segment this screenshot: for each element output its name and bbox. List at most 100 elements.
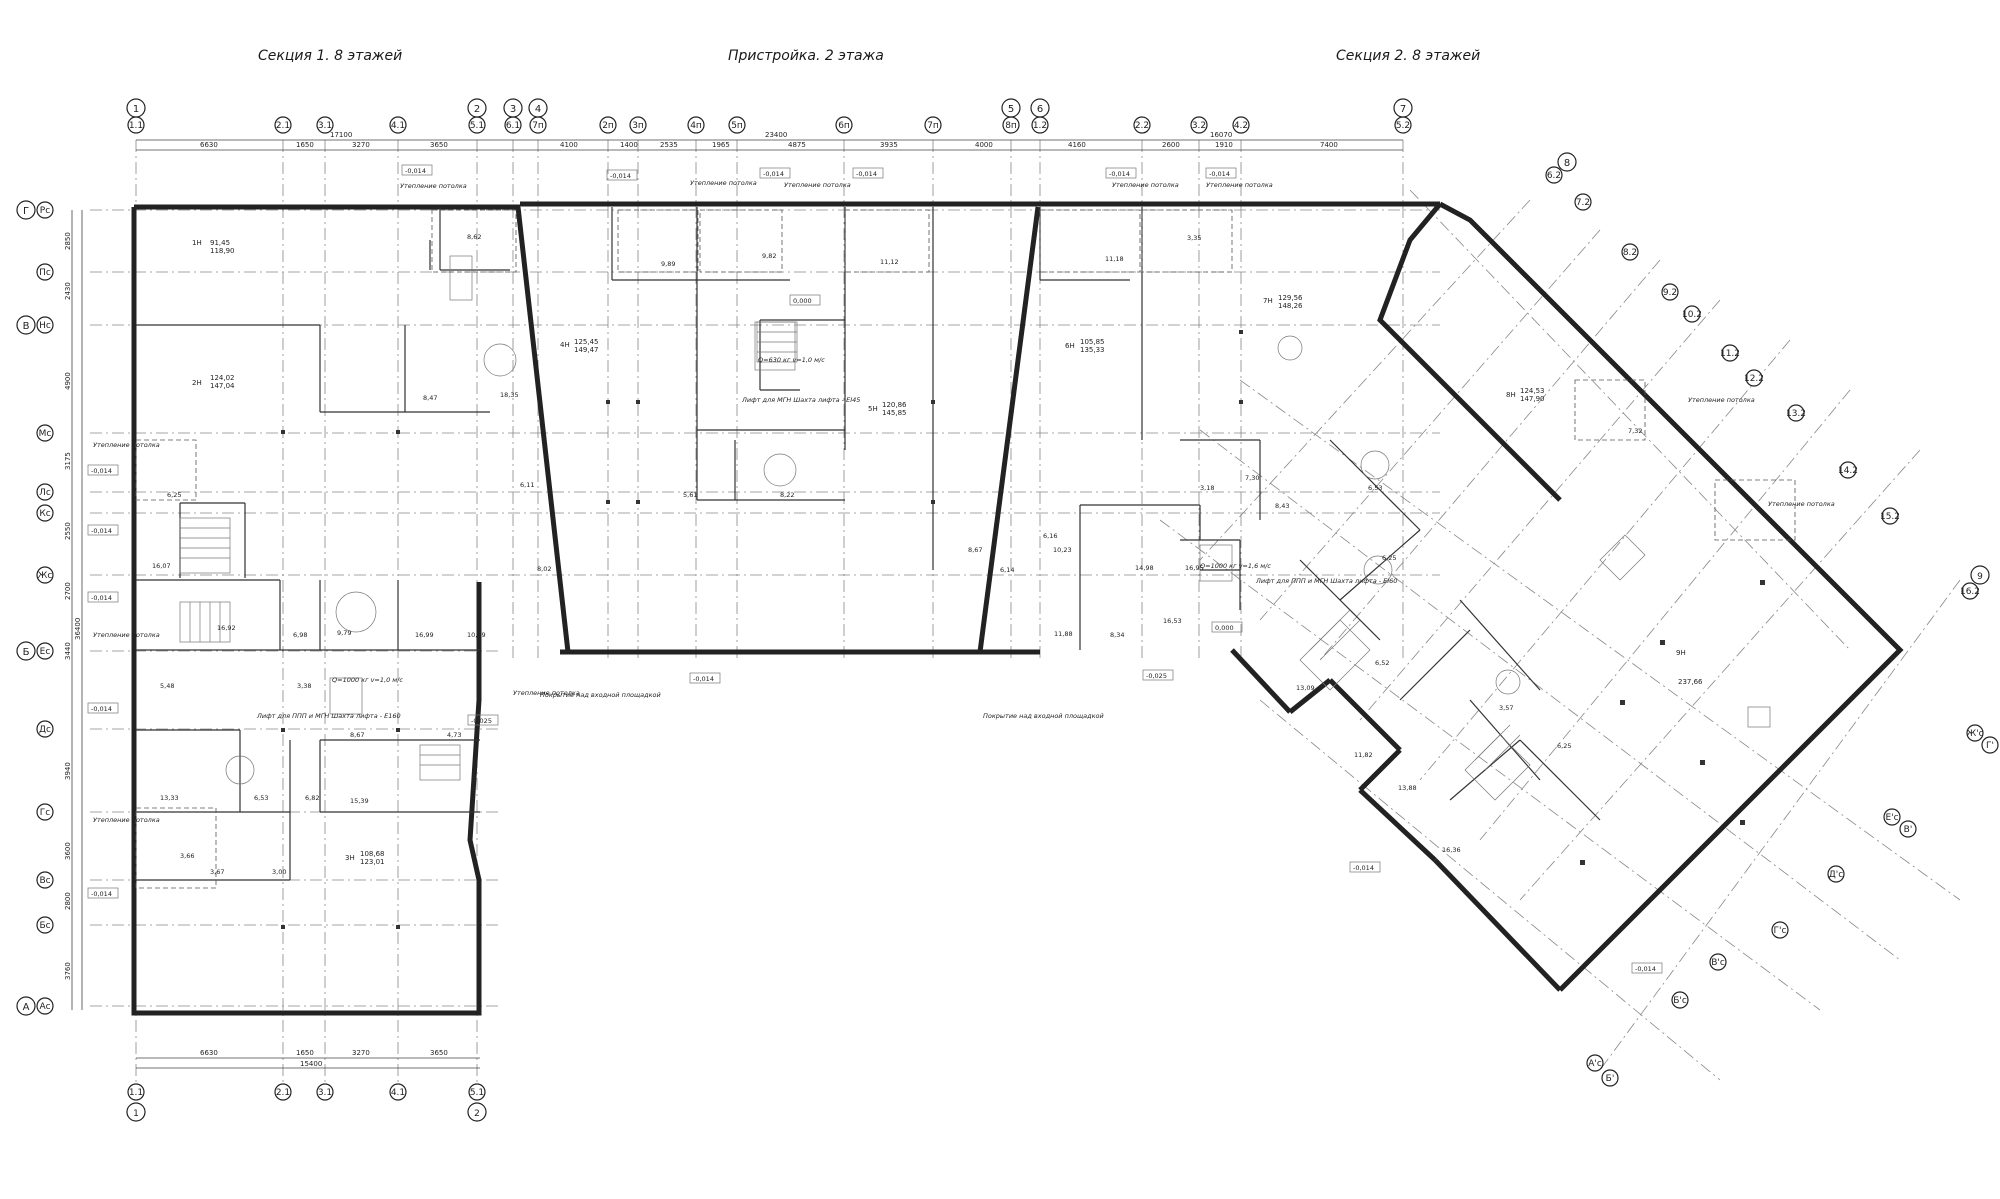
svg-text:Утепление потолка: Утепление потолка bbox=[93, 441, 160, 449]
svg-text:9,89: 9,89 bbox=[661, 260, 675, 268]
svg-text:8,67: 8,67 bbox=[968, 546, 982, 554]
svg-text:6,53: 6,53 bbox=[1368, 484, 1382, 492]
svg-text:3.1: 3.1 bbox=[318, 121, 332, 131]
svg-text:Покрытие над входной площадкой: Покрытие над входной площадкой bbox=[540, 691, 661, 699]
svg-text:14.2: 14.2 bbox=[1838, 466, 1858, 476]
svg-text:2800: 2800 bbox=[64, 892, 72, 910]
svg-text:9,79: 9,79 bbox=[337, 629, 351, 637]
axis-bubbles-top-main: 1 2 3 4 5 6 7 8 bbox=[126, 98, 1577, 172]
svg-text:3.1: 3.1 bbox=[318, 1088, 332, 1098]
svg-text:16.2: 16.2 bbox=[1960, 587, 1980, 597]
inner-walls bbox=[136, 207, 1601, 881]
svg-text:В'с: В'с bbox=[1711, 958, 1725, 968]
fixtures bbox=[225, 255, 1771, 785]
svg-text:125,45: 125,45 bbox=[574, 338, 599, 346]
svg-text:8п: 8п bbox=[1005, 121, 1017, 131]
svg-text:Покрытие над входной площадкой: Покрытие над входной площадкой bbox=[983, 712, 1104, 720]
svg-text:3п: 3п bbox=[632, 121, 644, 131]
svg-text:9,82: 9,82 bbox=[762, 252, 776, 260]
svg-text:2600: 2600 bbox=[1162, 141, 1180, 149]
svg-text:Лс: Лс bbox=[39, 488, 51, 498]
svg-text:-0,014: -0,014 bbox=[91, 890, 112, 898]
svg-text:2.1: 2.1 bbox=[276, 121, 290, 131]
outer-walls bbox=[131, 201, 1904, 1016]
svg-text:Утепление потолка: Утепление потолка bbox=[400, 182, 467, 190]
svg-text:6п: 6п bbox=[838, 121, 850, 131]
axis-bubbles-bottom: 1.1 2.1 3.1 4.1 5.1 1 2 bbox=[126, 1083, 487, 1122]
svg-text:Утепление потолка: Утепление потолка bbox=[93, 631, 160, 639]
dims-top-s2: 4160 2600 1910 7400 16070 bbox=[1068, 131, 1338, 149]
svg-text:11.2: 11.2 bbox=[1720, 349, 1740, 359]
svg-text:-0,014: -0,014 bbox=[91, 705, 112, 713]
svg-text:Жс: Жс bbox=[38, 571, 53, 581]
svg-text:5.2: 5.2 bbox=[1396, 121, 1410, 131]
svg-text:2850: 2850 bbox=[64, 232, 72, 250]
svg-text:В': В' bbox=[1904, 825, 1913, 835]
svg-text:Д'с: Д'с bbox=[1829, 870, 1844, 880]
svg-text:1650: 1650 bbox=[296, 141, 314, 149]
svg-text:-0,014: -0,014 bbox=[1635, 965, 1656, 973]
svg-text:13.2: 13.2 bbox=[1786, 409, 1806, 419]
columns bbox=[281, 330, 1765, 929]
svg-text:6Н: 6Н bbox=[1065, 342, 1075, 350]
svg-text:8,22: 8,22 bbox=[780, 491, 794, 499]
svg-text:4Н: 4Н bbox=[560, 341, 570, 349]
svg-text:3270: 3270 bbox=[352, 141, 370, 149]
svg-text:7п: 7п bbox=[927, 121, 939, 131]
svg-text:-0,014: -0,014 bbox=[91, 467, 112, 475]
section1-title: Секция 1. 8 этажей bbox=[258, 48, 403, 64]
svg-text:Бс: Бс bbox=[39, 921, 50, 931]
svg-text:Вс: Вс bbox=[39, 876, 50, 886]
svg-text:4,73: 4,73 bbox=[447, 731, 461, 739]
svg-text:Утепление потолка: Утепление потолка bbox=[1768, 500, 1835, 508]
svg-text:1650: 1650 bbox=[296, 1049, 314, 1057]
svg-text:1965: 1965 bbox=[712, 141, 730, 149]
svg-text:124,53: 124,53 bbox=[1520, 387, 1545, 395]
svg-text:Ж'с: Ж'с bbox=[1966, 729, 1983, 739]
svg-text:148,26: 148,26 bbox=[1278, 302, 1303, 310]
svg-text:6,53: 6,53 bbox=[254, 794, 268, 802]
svg-text:8,02: 8,02 bbox=[537, 565, 551, 573]
svg-text:6: 6 bbox=[1037, 104, 1043, 115]
svg-text:3,35: 3,35 bbox=[1187, 234, 1201, 242]
svg-text:16,36: 16,36 bbox=[1442, 846, 1461, 854]
svg-text:7400: 7400 bbox=[1320, 141, 1338, 149]
svg-text:2700: 2700 bbox=[64, 582, 72, 600]
dimension-lines bbox=[71, 139, 1403, 1069]
dims-bottom: 6630 1650 3270 3650 15400 bbox=[200, 1049, 448, 1068]
svg-text:9Н: 9Н bbox=[1676, 649, 1686, 657]
svg-text:4.2: 4.2 bbox=[1234, 121, 1248, 131]
svg-text:2535: 2535 bbox=[660, 141, 678, 149]
svg-text:2: 2 bbox=[474, 1109, 480, 1119]
svg-text:6,82: 6,82 bbox=[305, 794, 319, 802]
svg-text:4875: 4875 bbox=[788, 141, 806, 149]
svg-text:Утепление потолка: Утепление потолка bbox=[1688, 396, 1755, 404]
svg-text:1.2: 1.2 bbox=[1033, 121, 1047, 131]
svg-text:3,38: 3,38 bbox=[297, 682, 311, 690]
svg-text:6,25: 6,25 bbox=[1382, 554, 1396, 562]
svg-text:4160: 4160 bbox=[1068, 141, 1086, 149]
svg-text:-0,014: -0,014 bbox=[1109, 170, 1130, 178]
svg-text:13,88: 13,88 bbox=[1398, 784, 1417, 792]
svg-text:Q=630 кг v=1,0 м/с: Q=630 кг v=1,0 м/с bbox=[758, 356, 825, 364]
svg-text:8,62: 8,62 bbox=[467, 233, 481, 241]
notes: Утепление потолка Утепление потолка Утеп… bbox=[93, 179, 1835, 824]
section2-title: Секция 2. 8 этажей bbox=[1336, 48, 1481, 64]
svg-text:11,82: 11,82 bbox=[1354, 751, 1373, 759]
svg-text:2: 2 bbox=[474, 104, 480, 115]
svg-text:9: 9 bbox=[1977, 572, 1983, 582]
stairs bbox=[179, 321, 1646, 801]
svg-text:5Н: 5Н bbox=[868, 405, 878, 413]
svg-text:Пс: Пс bbox=[39, 268, 51, 278]
svg-text:Нс: Нс bbox=[39, 321, 51, 331]
svg-text:12.2: 12.2 bbox=[1744, 374, 1764, 384]
svg-text:15400: 15400 bbox=[300, 1060, 322, 1068]
svg-text:Г'с: Г'с bbox=[1774, 926, 1787, 936]
svg-text:13,33: 13,33 bbox=[160, 794, 179, 802]
svg-text:А'с: А'с bbox=[1588, 1059, 1602, 1069]
